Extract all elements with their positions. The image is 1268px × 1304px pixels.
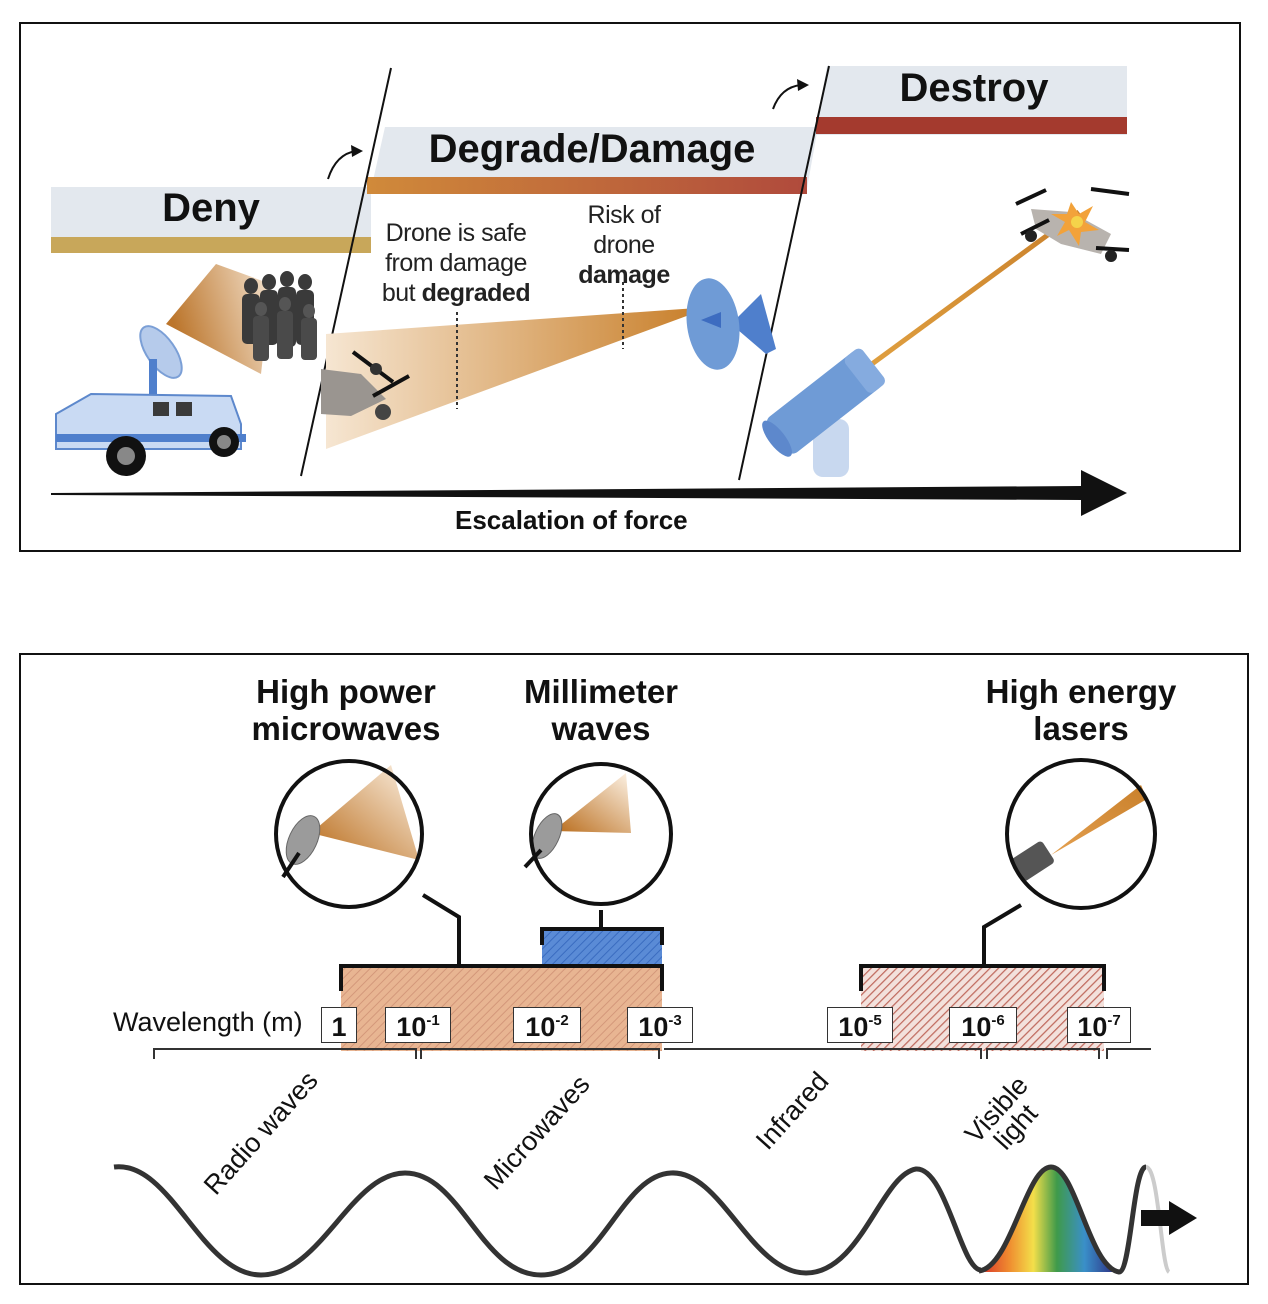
millimeter-range-fill [542, 931, 662, 966]
note-line: but degraded [361, 278, 551, 308]
wave-line-short [978, 1164, 1148, 1275]
tick-base: 1 [331, 1012, 347, 1042]
microwave-lens [274, 759, 424, 909]
weapon-label-hel: High energy lasers [961, 673, 1201, 747]
tick-base: 10 [838, 1012, 869, 1042]
note-line: drone [593, 231, 655, 259]
note-emphasis: damage [578, 261, 670, 289]
label-line: waves [551, 710, 651, 747]
laser-lens [1005, 758, 1157, 910]
deny-beam [166, 264, 271, 374]
label-line: lasers [1033, 710, 1129, 747]
wavelength-tick: 10-7 [1067, 1007, 1131, 1043]
wavelength-tick: 10-5 [827, 1007, 893, 1043]
note-damage: Risk of drone damage [561, 200, 687, 290]
weapon-label-hpm: High power microwaves [221, 673, 471, 747]
laser-cannon-icon [762, 348, 885, 477]
note-degraded: Drone is safe from damage but degraded [361, 218, 551, 308]
tick-exponent: -1 [426, 1012, 440, 1029]
tick-base: 10 [396, 1012, 427, 1042]
wave-line [113, 1164, 982, 1278]
divider-1 [300, 67, 392, 477]
wavelength-tick: 10-2 [513, 1007, 581, 1043]
note-line: Risk of [587, 201, 661, 229]
tick-exponent: -2 [555, 1012, 569, 1029]
tick-exponent: -7 [1107, 1012, 1121, 1029]
wavelength-tick: 1 [321, 1007, 357, 1043]
stage-destroy-header [815, 66, 1127, 135]
escalation-illustration [51, 65, 1130, 516]
divider-2 [738, 65, 830, 481]
range-brackets [339, 893, 1106, 991]
escalation-axis-label: Escalation of force [455, 505, 688, 535]
tick-base: 10 [961, 1012, 992, 1042]
note-line: damage [561, 260, 687, 290]
stage-title-destroy: Destroy [899, 66, 1049, 110]
tick-base: 10 [638, 1012, 669, 1042]
note-text: but [381, 279, 422, 307]
escalation-arrow [51, 470, 1127, 516]
crowd-icon [242, 271, 317, 361]
label-line: microwaves [251, 710, 441, 747]
microwave-dish-icon [686, 278, 776, 370]
continue-arrow-icon [1141, 1201, 1197, 1235]
microwave-beam [326, 307, 711, 449]
note-line: Drone is safe [385, 219, 527, 247]
label-line: High power [256, 673, 436, 710]
laser-beam [859, 209, 1081, 375]
wavelength-axis-title: Wavelength (m) [113, 1007, 303, 1037]
stage-title-degrade-damage: Degrade/Damage [428, 127, 756, 171]
wavelength-tick: 10-6 [949, 1007, 1017, 1043]
spectrum-illustration [113, 758, 1199, 1278]
arrowhead-icon [351, 145, 363, 157]
tick-base: 10 [525, 1012, 556, 1042]
stage-title-deny: Deny [162, 186, 260, 230]
label-line: Millimeter [523, 673, 679, 710]
wavelength-tick: 10-3 [627, 1007, 693, 1043]
note-line: from damage [385, 249, 527, 277]
stage-deny-header [51, 187, 371, 253]
weapon-label-millimeter: Millimeter waves [491, 673, 711, 747]
electromagnetic-spectrum-diagram: High power microwaves Millimeter waves H… [19, 653, 1249, 1285]
target-drone-icon [1015, 187, 1130, 262]
wavelength-scale [153, 1048, 1151, 1059]
stage-degrade-header [367, 127, 818, 194]
tick-exponent: -5 [868, 1012, 882, 1029]
tick-base: 10 [1077, 1012, 1108, 1042]
tick-exponent: -3 [668, 1012, 682, 1029]
label-line: High energy [985, 673, 1177, 710]
vehicle-icon [55, 325, 246, 476]
note-emphasis: degraded [421, 279, 531, 307]
visible-light-spectrum [981, 1167, 1119, 1272]
wavelength-tick: 10-1 [385, 1007, 451, 1043]
millimeter-lens [523, 762, 673, 906]
tick-exponent: -6 [991, 1012, 1005, 1029]
escalation-of-force-diagram: Deny Degrade/Damage Destroy Drone is saf… [19, 22, 1241, 552]
arrowhead-icon [797, 79, 809, 91]
drone-icon [321, 350, 410, 420]
